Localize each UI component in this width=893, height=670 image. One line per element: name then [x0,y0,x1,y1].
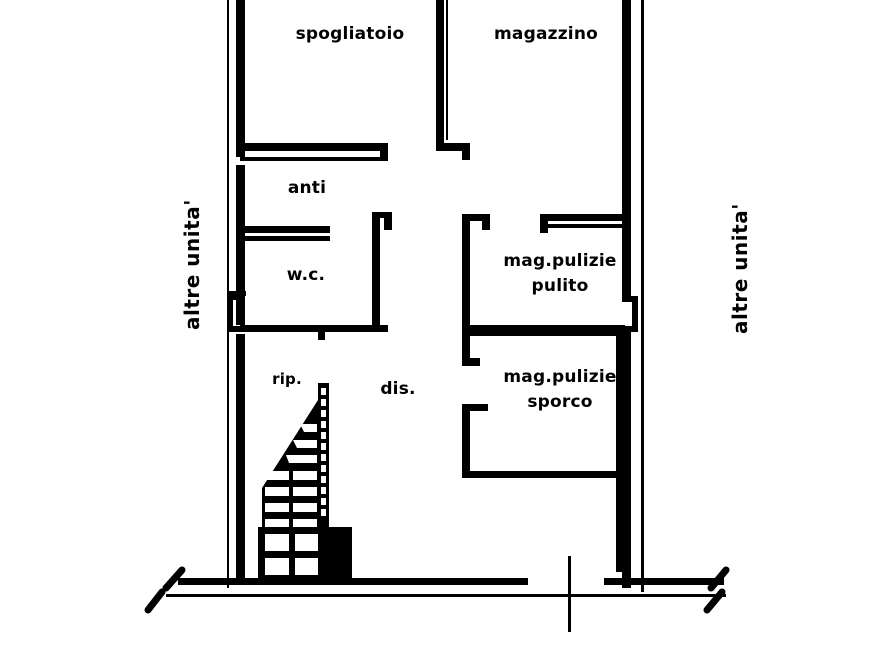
mag-pulizie-sporco-line1: mag.pulizie [503,367,617,387]
room-label-rip: rip. [272,370,302,388]
side-label-left-altre-unita: altre unita' [180,199,204,330]
room-walls-mag-pulizie-pulito [462,214,625,366]
room-label-mag-pulizie-pulito: mag.pulizie pulito [503,249,616,298]
side-label-right-altre-unita: altre unita' [728,203,752,334]
room-label-magazzino: magazzino [493,24,599,44]
room-label-dis: dis. [380,379,416,399]
bottom-exterior-wall [166,578,726,597]
room-label-mag-pulizie-sporco: mag.pulizie sporco [503,365,616,414]
partition-anti-wc [240,212,392,340]
mag-pulizie-pulito-line2: pulito [531,275,589,296]
right-exterior-wall [622,0,644,592]
partition-dis-magpulizie [616,332,622,572]
mag-pulizie-pulito-line1: mag.pulizie [503,251,617,271]
room-label-anti: anti [287,178,327,198]
center-axis-tick [568,556,571,632]
staircase [258,383,352,582]
left-wall-door-jamb [228,291,250,332]
room-walls-mag-pulizie-sporco [462,404,626,478]
mag-pulizie-sporco-line2: sporco [527,391,593,412]
room-label-wc: w.c. [286,265,326,285]
partition-spogliatoio-anti [240,143,388,161]
wall-break-marks [144,566,730,614]
partition-spogliatoio-magazzino [436,0,470,160]
room-label-spogliatoio: spogliatoio [295,24,405,44]
